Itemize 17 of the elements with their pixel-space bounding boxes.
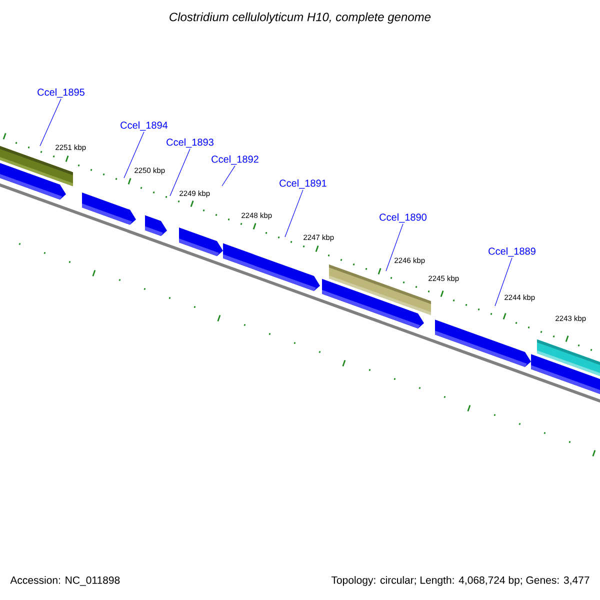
genome-info-text: Topology: circular; Length: 4,068,724 bp; Genes: 3,477 <box>331 576 590 586</box>
gene-label: Ccel_1892 <box>212 155 258 165</box>
gene-label: Ccel_1889 <box>488 247 536 257</box>
title: Clostridium cellulolyticum H10, complete genome <box>170 12 431 24</box>
leader-line <box>40 98 62 146</box>
leader-line <box>124 132 144 178</box>
gene-label: Ccel_1891 <box>280 179 326 189</box>
leader-line <box>284 190 304 238</box>
leader-line <box>494 258 512 306</box>
leader-line <box>170 148 190 196</box>
gene-label: Ccel_1895 <box>38 88 84 98</box>
accession-text: Accession: NC_011898 <box>10 576 120 586</box>
leader-line <box>386 224 404 272</box>
leader-line <box>222 166 236 186</box>
gene-label: Ccel_1890 <box>380 213 427 223</box>
gene-label: Ccel_1894 <box>120 121 168 131</box>
gene-label: Ccel_1893 <box>166 138 214 148</box>
